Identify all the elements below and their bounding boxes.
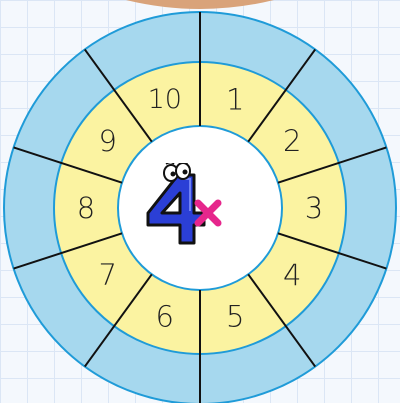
top-tab — [126, 0, 274, 9]
character-eyes — [164, 163, 190, 181]
times-sign: × — [193, 198, 223, 228]
wheel-number-6: 6 — [156, 299, 174, 333]
operator-symbol: × — [193, 198, 194, 199]
wheel-number-5: 5 — [226, 299, 244, 333]
wheel-number-9: 9 — [99, 124, 117, 158]
wheel-number-3: 3 — [305, 191, 323, 225]
wheel-number-7: 7 — [99, 258, 117, 292]
center-number: 4 — [140, 163, 141, 164]
wheel-number-10: 10 — [148, 84, 182, 115]
wheel-number-4: 4 — [283, 258, 301, 292]
wheel-number-8: 8 — [77, 191, 95, 225]
wheel-number-2: 2 — [283, 124, 301, 158]
wheel-number-1: 1 — [226, 83, 244, 117]
